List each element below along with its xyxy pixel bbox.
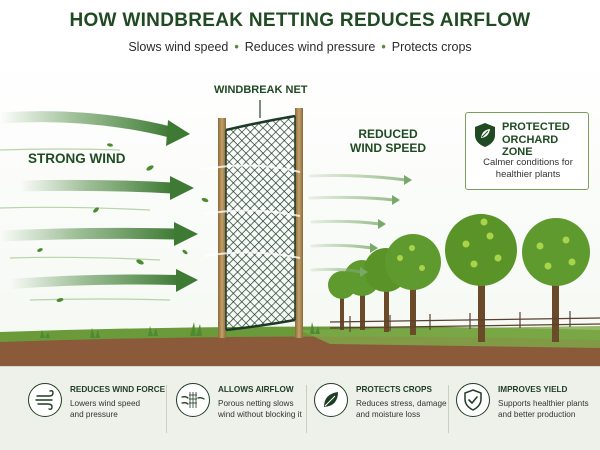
benefit-text: Supports healthier plants and better pro… (498, 398, 596, 420)
benefit-title: IMPROVES YIELD (498, 385, 568, 394)
orchard-fence (329, 311, 600, 332)
tree (522, 218, 590, 342)
tree (385, 234, 441, 335)
subtitle-item-1: Slows wind speed (128, 40, 229, 54)
subtitle: Slows wind speed • Reduces wind pressure • P… (0, 40, 600, 54)
benefit-card-protects-crops: PROTECTS CROPS Reduces stress, damage an… (314, 377, 454, 439)
protected-zone-text: Calmer conditions for healthier plants (472, 157, 584, 182)
benefit-title: ALLOWS AIRFLOW (218, 385, 294, 394)
benefit-text-line2: and pressure (70, 410, 118, 420)
leaf-icon (314, 383, 348, 417)
protected-zone-text-line1: Calmer conditions for (483, 157, 573, 168)
flying-leaves (37, 143, 209, 302)
protected-zone-title: PROTECTED ORCHARD ZONE (502, 121, 588, 159)
protected-zone-title-line1: PROTECTED (502, 121, 570, 133)
net-post-right (295, 108, 303, 338)
strong-wind-arrows (0, 111, 198, 301)
benefit-title: PROTECTS CROPS (356, 385, 432, 394)
bullet-dot-icon: • (381, 40, 386, 54)
benefits-panel: REDUCES WIND FORCE Lowers wind speed and… (0, 366, 600, 450)
page-title: HOW WINDBREAK NETTING REDUCES AIRFLOW (69, 10, 531, 31)
benefit-text: Porous netting slows wind without blocki… (218, 398, 316, 420)
benefit-text-line1: Lowers wind speed (70, 399, 141, 408)
grass-tufts (40, 322, 320, 338)
divider (448, 385, 449, 433)
wind-arrow (0, 227, 182, 242)
benefit-text-line1: Porous netting slows (218, 399, 294, 408)
wind-arrow (14, 179, 178, 194)
wind-arrow-head (170, 176, 194, 200)
subtitle-item-2: Reduces wind pressure (244, 40, 376, 54)
reduced-wind-arrows (308, 174, 412, 277)
strong-wind-label: STRONG WIND (28, 151, 126, 166)
benefit-card-airflow: ALLOWS AIRFLOW Porous netting slows wind… (176, 377, 316, 439)
bullet-dot-icon: • (234, 40, 239, 54)
reduced-wind-label-line2: WIND SPEED (350, 140, 427, 155)
wind-arrow (5, 274, 183, 289)
protected-zone-title-line2: ORCHARD ZONE (502, 133, 559, 159)
wind-arrow-head (176, 269, 198, 292)
orchard (328, 214, 600, 342)
subtitle-item-3: Protects crops (391, 40, 472, 54)
benefit-text-line1: Reduces stress, damage (356, 399, 447, 408)
benefit-text: Reduces stress, damage and moisture loss (356, 398, 454, 420)
wind-arrow-head (174, 222, 198, 246)
windbreak-net (199, 100, 303, 338)
benefit-text-line2: wind without blocking it (218, 410, 302, 420)
wind-arrow-head (166, 120, 190, 146)
benefit-title: REDUCES WIND FORCE (70, 385, 166, 394)
wind-icon (28, 383, 62, 417)
shield-leaf-icon (475, 123, 495, 147)
protected-zone-text-line2: healthier plants (495, 169, 561, 181)
protected-zone-callout: PROTECTED ORCHARD ZONE Calmer conditions… (465, 112, 589, 190)
benefit-text-line2: and better production (498, 410, 576, 420)
windbreak-scene (0, 60, 600, 366)
divider (166, 385, 167, 433)
airflow-icon (176, 383, 210, 417)
benefit-text-line1: Supports healthier plants (498, 399, 589, 408)
benefit-text-line2: and moisture loss (356, 410, 421, 420)
net-post-left (218, 118, 226, 338)
benefit-card-wind-force: REDUCES WIND FORCE Lowers wind speed and… (28, 377, 168, 439)
wind-arrow (0, 111, 176, 138)
net-mesh (226, 116, 295, 330)
reduced-wind-label: REDUCED WIND SPEED (350, 127, 427, 156)
benefit-text: Lowers wind speed and pressure (70, 398, 168, 420)
benefit-card-improves-yield: IMPROVES YIELD Supports healthier plants… (456, 377, 596, 439)
windbreak-net-label: WINDBREAK NET (214, 84, 308, 96)
reduced-wind-label-line1: REDUCED (358, 127, 418, 141)
tree (445, 214, 517, 342)
shield-check-icon (456, 383, 490, 417)
divider (306, 385, 307, 433)
